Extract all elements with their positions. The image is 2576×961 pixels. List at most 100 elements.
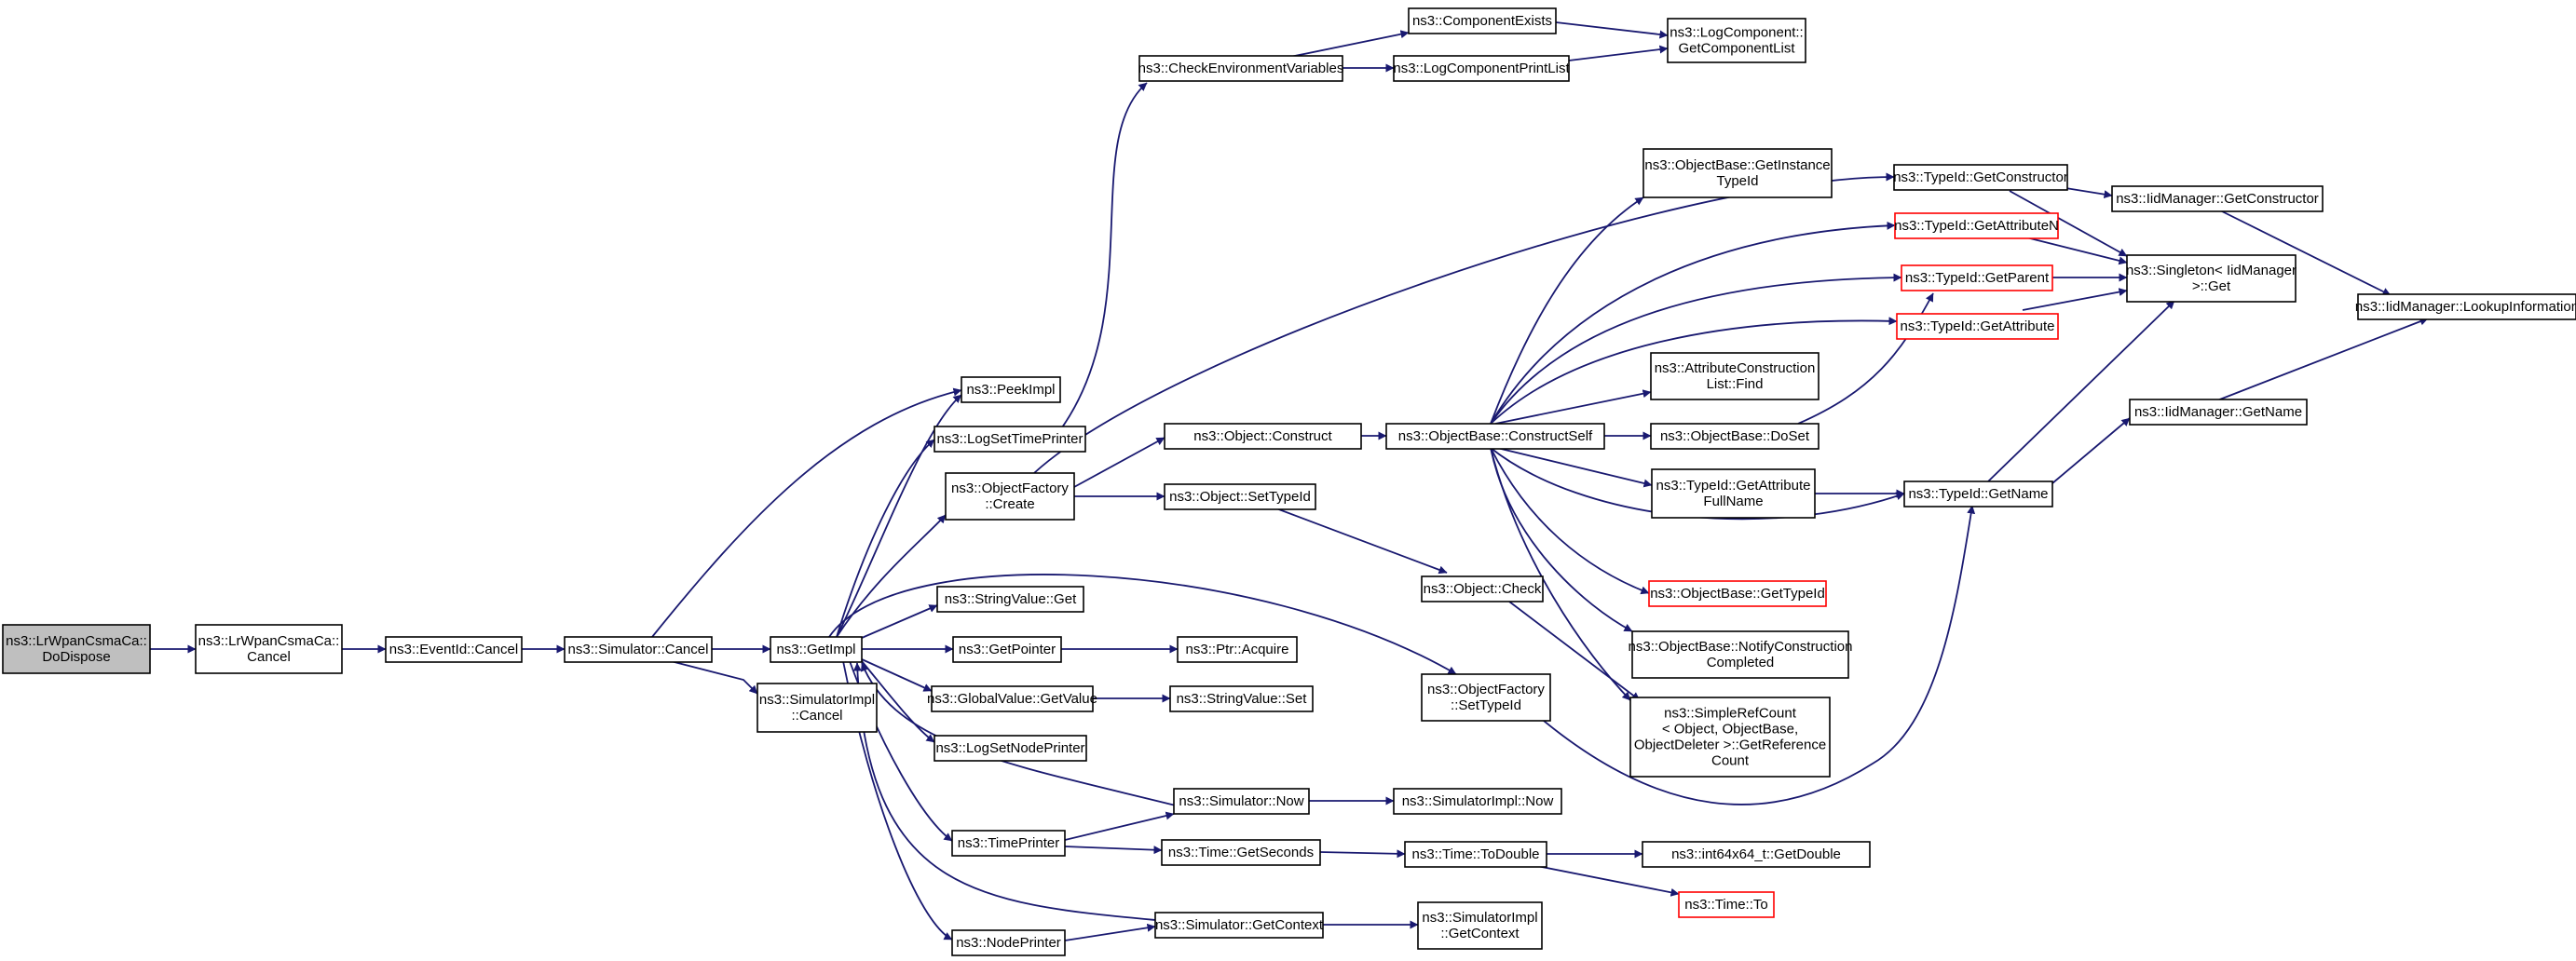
node-checkenv[interactable]: ns3::CheckEnvironmentVariables [1138, 55, 1344, 82]
node-label-line: ns3::ObjectBase::ConstructSelf [1398, 428, 1593, 444]
node-logcompprintlist[interactable]: ns3::LogComponentPrintList [1393, 55, 1570, 82]
node-logsetnodeprinter[interactable]: ns3::LogSetNodePrinter [934, 735, 1087, 762]
node-logsettimeprinter[interactable]: ns3::LogSetTimePrinter [934, 426, 1086, 453]
node-ptr-acquire[interactable]: ns3::Ptr::Acquire [1177, 636, 1298, 663]
node-objbase-gettypeid[interactable]: ns3::ObjectBase::GetTypeId [1648, 580, 1827, 607]
edge-timeprinter-to-time-getseconds [1064, 846, 1163, 855]
node-label-line: ns3::Singleton< IidManager [2126, 263, 2297, 278]
node-objbase-constructself[interactable]: ns3::ObjectBase::ConstructSelf [1385, 423, 1605, 450]
node-box [1164, 483, 1316, 510]
node-int64x64-getdouble[interactable]: ns3::int64x64_t::GetDouble [1642, 841, 1871, 868]
node-box [1678, 891, 1775, 918]
node-box [1650, 352, 1820, 400]
edge-getimpl-to-globalvalue-getvalue [861, 658, 933, 692]
edge-constructself-to-typeid-getattrfullname [1496, 447, 1653, 488]
node-iidmgr-getconstructor[interactable]: ns3::IidManager::GetConstructor [2111, 185, 2324, 212]
node-label-line: ns3::LrWpanCsmaCa:: [198, 633, 340, 649]
node-getimpl[interactable]: ns3::GetImpl [770, 636, 863, 663]
node-object-check[interactable]: ns3::Object::Check [1421, 575, 1544, 602]
node-nodeprinter[interactable]: ns3::NodePrinter [951, 929, 1066, 956]
node-simimpl-getcontext[interactable]: ns3::SimulatorImpl::GetContext [1417, 901, 1543, 950]
node-box [2111, 185, 2324, 212]
node-sim-now[interactable]: ns3::Simulator::Now [1173, 788, 1310, 815]
node-box [756, 683, 878, 733]
node-box [1404, 841, 1547, 868]
node-time-to[interactable]: ns3::Time::To [1678, 891, 1775, 918]
node-objbase-notify[interactable]: ns3::ObjectBase::NotifyConstructionCompl… [1629, 630, 1853, 679]
node-label-line: ns3::TypeId::GetAttributeN [1894, 218, 2059, 234]
node-stringvalue-get[interactable]: ns3::StringValue::Get [936, 586, 1084, 613]
node-label-line: ::GetContext [1440, 926, 1520, 941]
node-box [1393, 55, 1570, 82]
node-objfactory-create[interactable]: ns3::ObjectFactory::Create [945, 472, 1075, 521]
node-simimpl-cancel[interactable]: ns3::SimulatorImpl::Cancel [756, 683, 878, 733]
edge-typeid-getname-to-iidmgr-getname [2051, 417, 2131, 484]
node-iidmgr-getname[interactable]: ns3::IidManager::GetName [2129, 399, 2308, 426]
node-label-line: ns3::Object::Construct [1193, 428, 1332, 444]
node-objbase-doset[interactable]: ns3::ObjectBase::DoSet [1650, 423, 1820, 450]
node-simplerefcount[interactable]: ns3::SimpleRefCount< Object, ObjectBase,… [1629, 697, 1831, 778]
node-label-line: ns3::ObjectBase::NotifyConstruction [1629, 639, 1853, 655]
node-stringvalue-set[interactable]: ns3::StringValue::Set [1169, 685, 1314, 712]
node-sim-getcontext[interactable]: ns3::Simulator::GetContext [1154, 912, 1324, 939]
function-nodes: ns3::LrWpanCsmaCa::DoDisposens3::LrWpanC… [2, 7, 2576, 956]
node-label-line: ns3::Ptr::Acquire [1186, 642, 1289, 657]
node-object-settypeid[interactable]: ns3::Object::SetTypeId [1164, 483, 1316, 510]
node-typeid-getattributen[interactable]: ns3::TypeId::GetAttributeN [1894, 212, 2059, 239]
node-typeid-getparent[interactable]: ns3::TypeId::GetParent [1901, 264, 2053, 291]
node-box [1650, 423, 1820, 450]
node-simimpl-now[interactable]: ns3::SimulatorImpl::Now [1393, 788, 1562, 815]
node-getpointer[interactable]: ns3::GetPointer [952, 636, 1062, 663]
node-box [564, 636, 713, 663]
edge-typeid-getname-to-singleton-get [1986, 300, 2175, 483]
edge-nodeprinter-to-sim-getcontext [1064, 923, 1156, 941]
node-box [1138, 55, 1343, 82]
node-object-construct[interactable]: ns3::Object::Construct [1164, 423, 1362, 450]
node-label-line: ns3::GetPointer [959, 642, 1056, 657]
node-label-line: ns3::Object::SetTypeId [1169, 489, 1311, 505]
node-componentexists[interactable]: ns3::ComponentExists [1408, 7, 1557, 34]
node-box [2129, 399, 2308, 426]
node-box [195, 624, 343, 674]
node-timeprinter[interactable]: ns3::TimePrinter [951, 830, 1066, 857]
node-box [951, 830, 1066, 857]
node-label-line: Completed [1707, 655, 1775, 670]
edge-logsettimeprinter-to-checkenv [1061, 82, 1148, 428]
node-typeid-getname[interactable]: ns3::TypeId::GetName [1903, 480, 2053, 508]
node-box [1642, 841, 1871, 868]
edge-constructself-to-attrconstruction-find [1494, 389, 1652, 425]
node-box [1631, 630, 1849, 679]
node-box [1173, 788, 1310, 815]
node-typeid-getconstructor[interactable]: ns3::TypeId::GetConstructor [1893, 164, 2068, 191]
node-peekimpl[interactable]: ns3::PeekImpl [961, 376, 1061, 403]
node-label-line: ns3::Time::GetSeconds [1168, 845, 1314, 860]
edge-getimpl-to-objfactory-create [836, 514, 947, 638]
node-typeid-getattribute[interactable]: ns3::TypeId::GetAttribute [1896, 313, 2059, 340]
node-lrwpan-cancel[interactable]: ns3::LrWpanCsmaCa::Cancel [195, 624, 343, 674]
node-sim-cancel[interactable]: ns3::Simulator::Cancel [564, 636, 713, 663]
node-singleton-get[interactable]: ns3::Singleton< IidManager>::Get [2126, 254, 2297, 303]
edge-sim-getcontext-to-getimpl [852, 662, 1156, 921]
node-iidmgr-lookupinfo[interactable]: ns3::IidManager::LookupInformation [2355, 293, 2576, 320]
node-box [385, 636, 523, 663]
node-box [961, 376, 1061, 403]
node-lrwpan-dodispose[interactable]: ns3::LrWpanCsmaCa::DoDispose [2, 624, 151, 674]
edge-getimpl-to-stringvalue-get [861, 604, 938, 639]
node-logcomp-getlist[interactable]: ns3::LogComponent::GetComponentList [1667, 18, 1806, 63]
edge-typeid-getconstructor-to-singleton-get [2009, 190, 2128, 257]
node-eventid-cancel[interactable]: ns3::EventId::Cancel [385, 636, 523, 663]
node-box [1901, 264, 2053, 291]
node-globalvalue-getvalue[interactable]: ns3::GlobalValue::GetValue [927, 685, 1097, 712]
node-time-todouble[interactable]: ns3::Time::ToDouble [1404, 841, 1547, 868]
edge-time-getseconds-to-time-todouble [1319, 849, 1406, 859]
node-objfactory-settypeid[interactable]: ns3::ObjectFactory::SetTypeId [1421, 673, 1551, 722]
node-box [1164, 423, 1362, 450]
node-label-line: ns3::AttributeConstruction [1655, 360, 1816, 376]
edge-sim-cancel-to-simimpl-cancel [670, 660, 758, 695]
node-time-getseconds[interactable]: ns3::Time::GetSeconds [1161, 839, 1321, 866]
node-label-line: DoDispose [42, 649, 110, 665]
node-box [945, 472, 1075, 521]
